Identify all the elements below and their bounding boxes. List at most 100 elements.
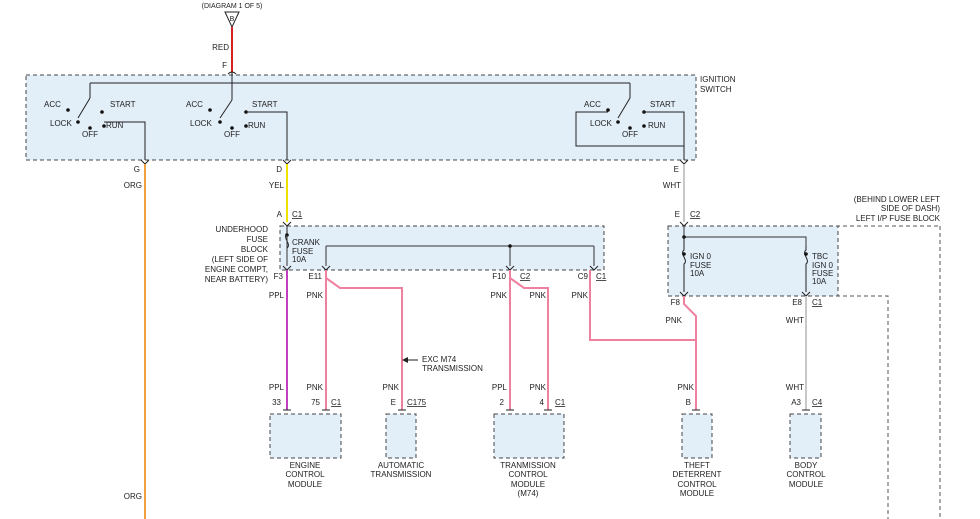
pnk-wire-theft (683, 296, 697, 410)
engine-control-module (269, 413, 342, 459)
theft-deterrent-module (681, 413, 713, 459)
pin-e-marker (679, 159, 689, 165)
annotation-arrow-icon (402, 357, 408, 363)
pin-c9: C9 (578, 272, 589, 281)
trans-pin-e: E (391, 398, 396, 407)
s2-run-label: RUN (248, 121, 266, 130)
transmission-control-module (493, 413, 565, 459)
pin-f-marker (227, 71, 237, 75)
diagram-reference: (DIAGRAM 1 OF 5) (202, 3, 263, 10)
s3-off-label: OFF (622, 130, 638, 139)
theft-name-4: MODULE (680, 489, 714, 498)
org-wire-label: ORG (124, 181, 142, 190)
underhood-label-2: FUSE (247, 235, 268, 244)
ignition-switch-label-2: SWITCH (700, 85, 732, 94)
s3-run-label: RUN (648, 121, 666, 130)
tbc-fuse-label-3: FUSE (812, 269, 833, 278)
tcm-pin-2: 2 (500, 398, 505, 407)
red-wire-label: RED (212, 43, 229, 52)
theft-name-1: THEFT (684, 461, 710, 470)
bcm-pin-a3-wire: WHT (786, 383, 804, 392)
wht-wire-label: WHT (663, 181, 681, 190)
ip-input-pin: E (675, 210, 680, 219)
crank-fuse-label-2: FUSE (292, 247, 313, 256)
ip-fuse-label-1: (BEHIND LOWER LEFT (854, 195, 940, 204)
wht-wire-label-2: WHT (786, 316, 804, 325)
ign0-fuse-label-1: IGN 0 (690, 252, 711, 261)
s2-start-label: START (252, 100, 278, 109)
pin-f8: F8 (671, 298, 681, 307)
s3-start-label: START (650, 100, 676, 109)
underhood-label-1: UNDERHOOD (216, 225, 269, 234)
tbc-fuse-label-1: TBC (812, 252, 828, 261)
ignition-switch-label-1: IGNITION (700, 75, 736, 84)
ecm-pin-75-wire: PNK (307, 383, 324, 392)
pin-a-marker (282, 221, 292, 227)
underhood-label-3: BLOCK (241, 245, 269, 254)
ignition-pin-e: E (674, 165, 679, 174)
pin-e-ip-marker (679, 221, 689, 227)
underhood-input-pin: A (277, 210, 283, 219)
pnk-wire-label-1: PNK (307, 291, 324, 300)
conn-c2: C2 (520, 272, 531, 281)
ecm-name-1: ENGINE (290, 461, 321, 470)
tcm-conn: C1 (555, 398, 566, 407)
tcm-pin-4: 4 (540, 398, 545, 407)
ip-internal-bus (683, 226, 807, 246)
s1-run-label: RUN (106, 121, 124, 130)
org-wire-label-bottom: ORG (124, 492, 142, 501)
tbc-fuse-icon (804, 246, 808, 292)
ecm-pin-75: 75 (311, 398, 320, 407)
underhood-internal-bus (286, 235, 595, 266)
pnk-wire-ecm-trans (325, 270, 403, 410)
ip-input-conn: C2 (690, 210, 701, 219)
conn-c1-underhood: C1 (596, 272, 607, 281)
bus-node (508, 244, 512, 248)
ppl-wire-label-1: PPL (269, 291, 285, 300)
switch-section-1: ACC START LOCK OFF RUN (44, 83, 146, 160)
ecm-pin-33: 33 (272, 398, 281, 407)
tcm-name-2: CONTROL (508, 470, 548, 479)
ignition-input-pin: F (222, 61, 227, 70)
ign0-fuse-icon (682, 237, 686, 292)
crank-fuse-label-1: CRANK (292, 238, 321, 247)
underhood-label-6: NEAR BATTERY) (205, 275, 269, 284)
underhood-input-conn: C1 (292, 210, 303, 219)
connector-letter: B (230, 16, 235, 23)
bcm-pin-a3: A3 (791, 398, 801, 407)
pin-g-marker (140, 159, 150, 165)
ignition-pin-g: G (134, 165, 140, 174)
theft-name-3: CONTROL (677, 480, 717, 489)
pnk-wire-label-5: PNK (666, 316, 683, 325)
tcm-pin-4-wire: PNK (530, 383, 547, 392)
underhood-label-5: ENGINE COMPT, (205, 265, 268, 274)
ignition-switch-panel (25, 74, 697, 161)
bcm-name-3: MODULE (789, 480, 823, 489)
pin-c9-marker (589, 265, 599, 271)
automatic-transmission (385, 413, 417, 459)
connector-arrow-icon (224, 11, 240, 29)
ign0-fuse-label-2: FUSE (690, 261, 711, 270)
theft-pin-b-wire: PNK (678, 383, 695, 392)
s2-lock-label: LOCK (190, 119, 212, 128)
annotation-line-1: EXC M74 (422, 355, 457, 364)
theft-name-2: DETERRENT (673, 470, 722, 479)
pnk-wire-label-2: PNK (491, 291, 508, 300)
ign0-fuse-node (682, 252, 686, 256)
s3-lock-label: LOCK (590, 119, 612, 128)
underhood-label-4: (LEFT SIDE OF (212, 255, 268, 264)
s3-acc-label: ACC (584, 100, 601, 109)
pnk-wire-label-4: PNK (572, 291, 589, 300)
switch-section-3: ACC START LOCK OFF RUN (575, 83, 685, 160)
pnk-wire-label-3: PNK (530, 291, 547, 300)
pin-f3: F3 (274, 272, 284, 281)
ecm-name-2: CONTROL (285, 470, 325, 479)
ecm-pin-33-wire: PPL (269, 383, 285, 392)
s2-acc-label: ACC (186, 100, 203, 109)
ignition-pin-d: D (276, 165, 282, 174)
tcm-pin-2-wire: PPL (492, 383, 508, 392)
ign0-fuse-label-3: 10A (690, 269, 705, 278)
theft-pin-b: B (686, 398, 691, 407)
pnk-wire-tcm (509, 270, 549, 410)
